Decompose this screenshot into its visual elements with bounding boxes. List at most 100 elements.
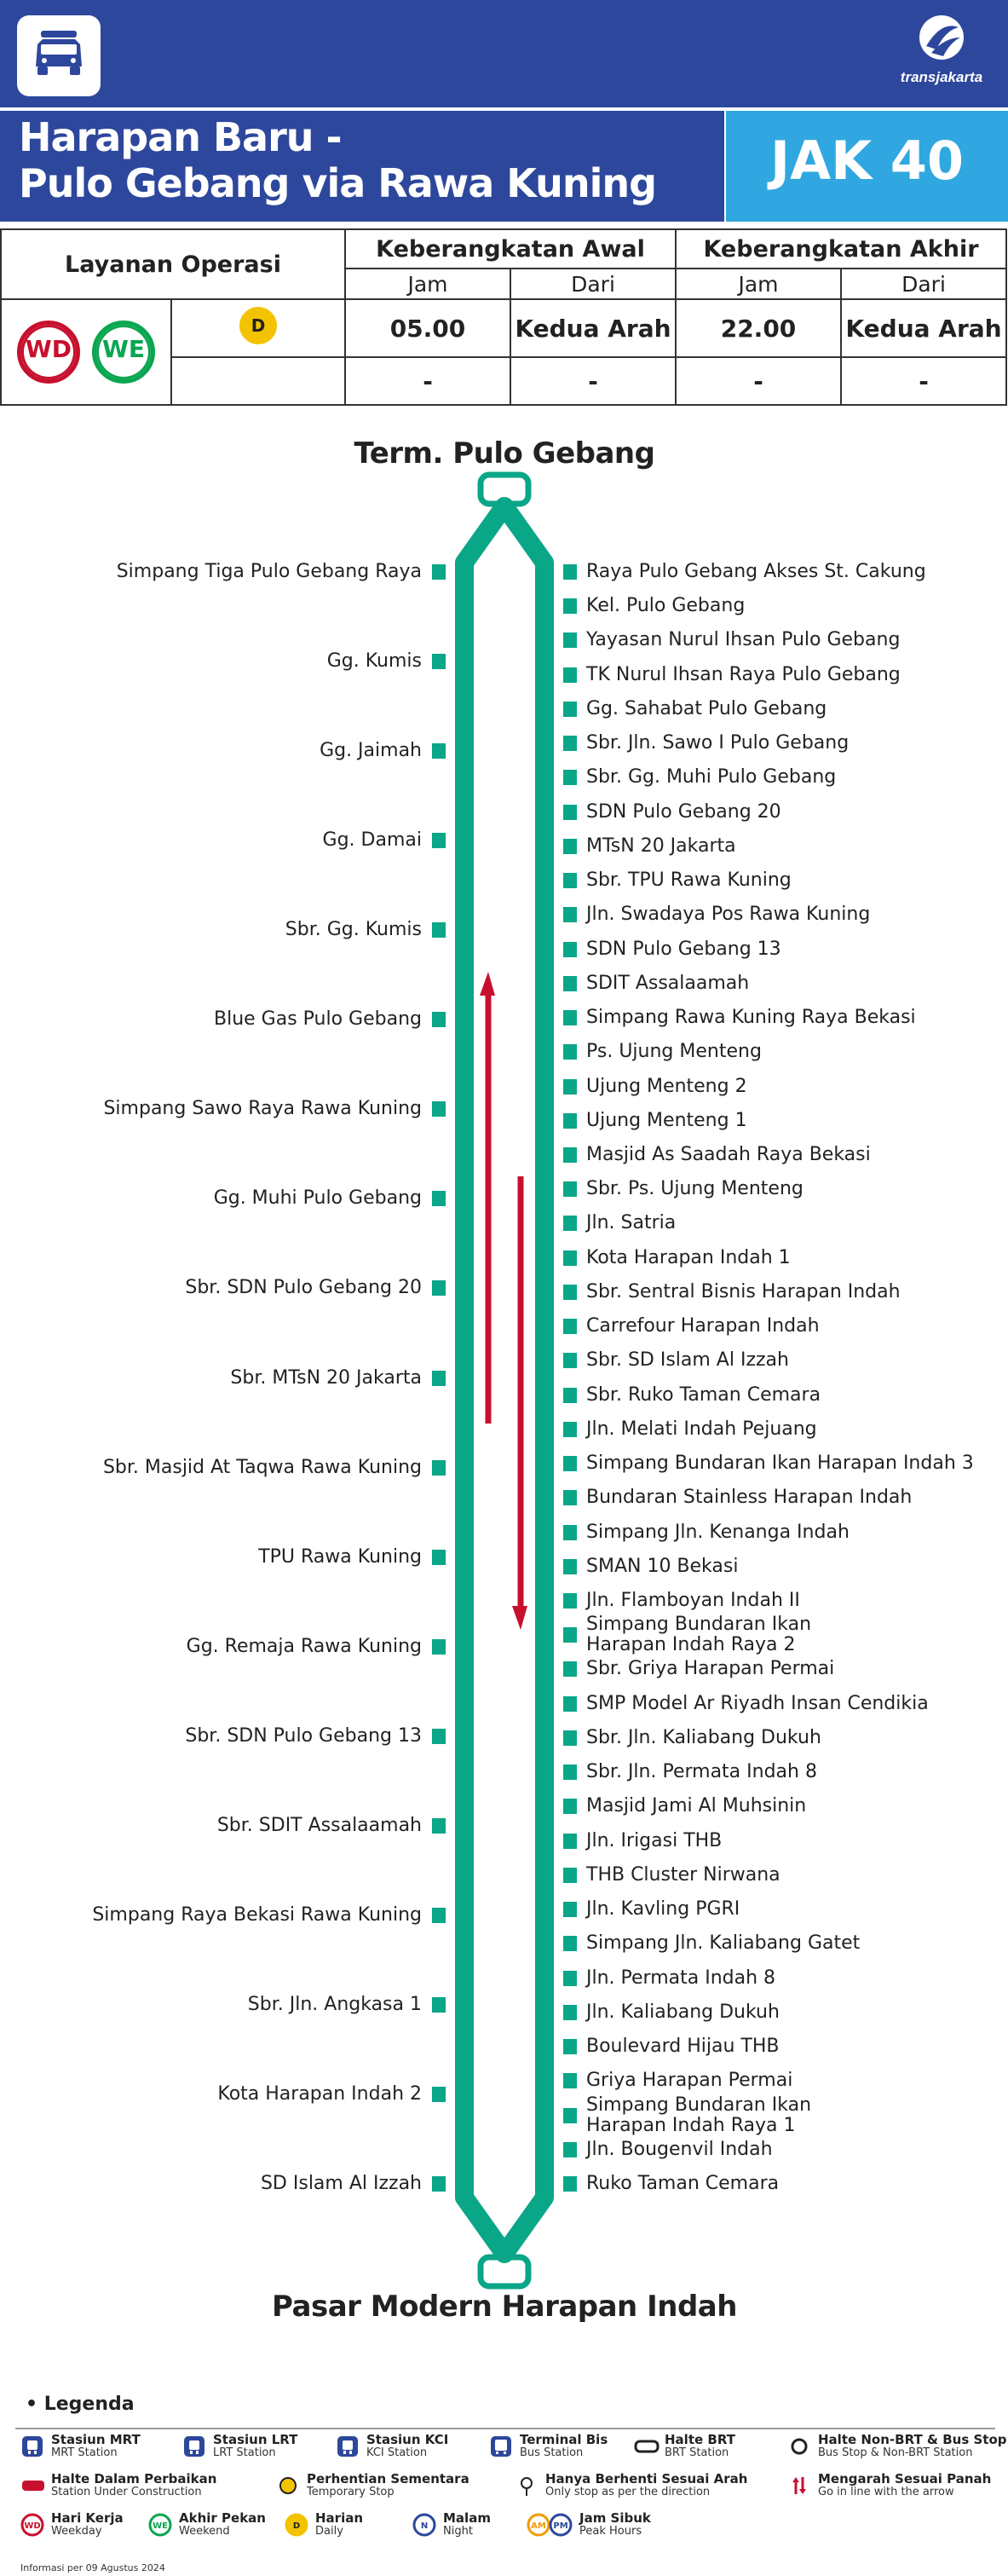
right-stop-label: Jln. Flamboyan Indah II <box>586 1590 800 1612</box>
stop-marker <box>563 1078 577 1095</box>
legend-badge-text: D <box>293 2521 300 2531</box>
stop-marker <box>563 1353 577 1369</box>
stop-marker <box>432 922 446 939</box>
stop-marker <box>563 838 577 854</box>
legend-item-subtitle: Weekday <box>51 2525 102 2538</box>
legend-item-title: Akhir Pekan <box>179 2510 266 2526</box>
direction-stop-icon <box>521 2477 533 2496</box>
brt-stop-icon <box>634 2440 660 2453</box>
stop-marker <box>563 736 577 752</box>
weekday-badge: WD <box>17 321 80 384</box>
right-stop-label: SMAN 10 Bekasi <box>586 1555 739 1577</box>
right-stop-label: Simpang Rawa Kuning Raya Bekasi <box>586 1007 916 1029</box>
right-stop-label: Kota Harapan Indah 1 <box>586 1246 791 1268</box>
stop-marker <box>432 1549 446 1565</box>
stop-marker <box>563 1799 577 1815</box>
stop-marker <box>563 2004 577 2020</box>
right-stop-label: SDN Pulo Gebang 13 <box>586 938 781 960</box>
stop-marker <box>563 1661 577 1678</box>
left-stop-label: Sbr. Gg. Kumis <box>285 919 422 941</box>
right-stop-label: Sbr. Griya Harapan Permai <box>586 1658 835 1680</box>
bus-icon <box>17 15 101 96</box>
first-time-2: - <box>344 356 511 406</box>
right-stop-label: Bundaran Stainless Harapan Indah <box>586 1487 913 1509</box>
stop-marker <box>563 1319 577 1335</box>
stop-marker <box>563 1593 577 1609</box>
stop-marker <box>432 2176 446 2192</box>
right-stop-label: Griya Harapan Permai <box>586 2070 793 2092</box>
right-stop-label: Simpang Bundaran Ikan Harapan Indah Raya… <box>586 1614 812 1656</box>
mrt-station-icon <box>22 2436 43 2457</box>
stop-marker <box>432 2086 446 2102</box>
left-stop-label: Kota Harapan Indah 2 <box>217 2082 422 2105</box>
stop-marker <box>432 743 446 760</box>
stop-marker <box>563 1216 577 1232</box>
empty-service-cell <box>170 356 346 406</box>
stop-marker <box>563 2073 577 2089</box>
right-stop-label: Jln. Melati Indah Pejuang <box>586 1418 817 1440</box>
right-stop-label: Yayasan Nurul Ihsan Pulo Gebang <box>586 629 901 651</box>
last-time-2: - <box>675 356 843 406</box>
stop-marker <box>563 1146 577 1163</box>
first-time-1: 05.00 <box>344 298 511 358</box>
left-stop-label: Sbr. SDN Pulo Gebang 20 <box>185 1277 422 1299</box>
right-stop-label: Simpang Bundaran Ikan Harapan Indah Raya… <box>586 2094 812 2136</box>
stop-marker <box>563 1695 577 1712</box>
right-stop-label: Masjid Jami Al Muhsinin <box>586 1795 807 1817</box>
legend-item-title: Malam <box>443 2510 491 2526</box>
left-stop-label: Gg. Damai <box>322 829 422 852</box>
stop-marker <box>563 1456 577 1472</box>
right-stop-label: Ps. Ujung Menteng <box>586 1041 762 1063</box>
legend-item-subtitle: Bus Station <box>520 2446 584 2459</box>
left-stop-label: Gg. Remaja Rawa Kuning <box>186 1635 422 1657</box>
stop-marker <box>432 1459 446 1476</box>
left-stop-label: Sbr. SDN Pulo Gebang 13 <box>185 1724 422 1747</box>
legend-item-title: Halte Non-BRT & Bus Stop <box>818 2432 1007 2447</box>
stop-marker <box>563 1250 577 1266</box>
route-title: Harapan Baru - Pulo Gebang via Rawa Kuni… <box>19 114 717 206</box>
first-from-2: - <box>509 356 677 406</box>
service-header: Layanan Operasi <box>0 228 346 300</box>
legend-item-title: Hanya Berhenti Sesuai Arah <box>545 2471 748 2486</box>
right-stop-label: Raya Pulo Gebang Akses St. Cakung <box>586 561 926 582</box>
legend-item-title: Harian <box>315 2510 364 2526</box>
stop-marker <box>432 1907 446 1923</box>
right-stop-label: Sbr. SD Islam Al Izzah <box>586 1349 789 1372</box>
legend-item-title: Stasiun MRT <box>51 2432 141 2447</box>
left-stop-label: SD Islam Al Izzah <box>260 2173 422 2194</box>
legend-badge-text: N <box>421 2521 428 2531</box>
arrow-up-icon <box>480 972 495 1424</box>
non-brt-stop-icon <box>791 2438 808 2455</box>
legend-item-subtitle: Daily <box>315 2525 343 2538</box>
terminal-top-label: Term. Pulo Gebang <box>354 436 655 471</box>
stop-marker <box>563 598 577 615</box>
stop-marker <box>563 941 577 957</box>
legend-item-title: Jam Sibuk <box>579 2510 651 2526</box>
right-stop-label: Simpang Jln. Kaliabang Gatet <box>586 1932 861 1955</box>
legend-item-subtitle: LRT Station <box>213 2446 276 2459</box>
right-stop-label: Sbr. Gg. Muhi Pulo Gebang <box>586 766 837 788</box>
stop-marker <box>563 1044 577 1060</box>
last-time-1: 22.00 <box>675 298 843 358</box>
legend-badge-text: WD <box>24 2521 40 2531</box>
route-title-line2: Pulo Gebang via Rawa Kuning <box>19 160 657 206</box>
right-stop-label: Boulevard Hijau THB <box>586 2036 780 2058</box>
legend-item-title: Stasiun KCI <box>366 2432 449 2447</box>
right-stop-label: MTsN 20 Jakarta <box>586 835 736 857</box>
last-time-col: Jam <box>675 268 843 300</box>
right-stop-label: THB Cluster Nirwana <box>586 1863 780 1886</box>
left-stop-label: Simpang Raya Bekasi Rawa Kuning <box>92 1903 422 1926</box>
right-stop-label: Jln. Swadaya Pos Rawa Kuning <box>586 904 871 926</box>
last-from-1: Kedua Arah <box>840 298 1008 358</box>
legend-item-title: Perhentian Sementara <box>307 2471 469 2486</box>
